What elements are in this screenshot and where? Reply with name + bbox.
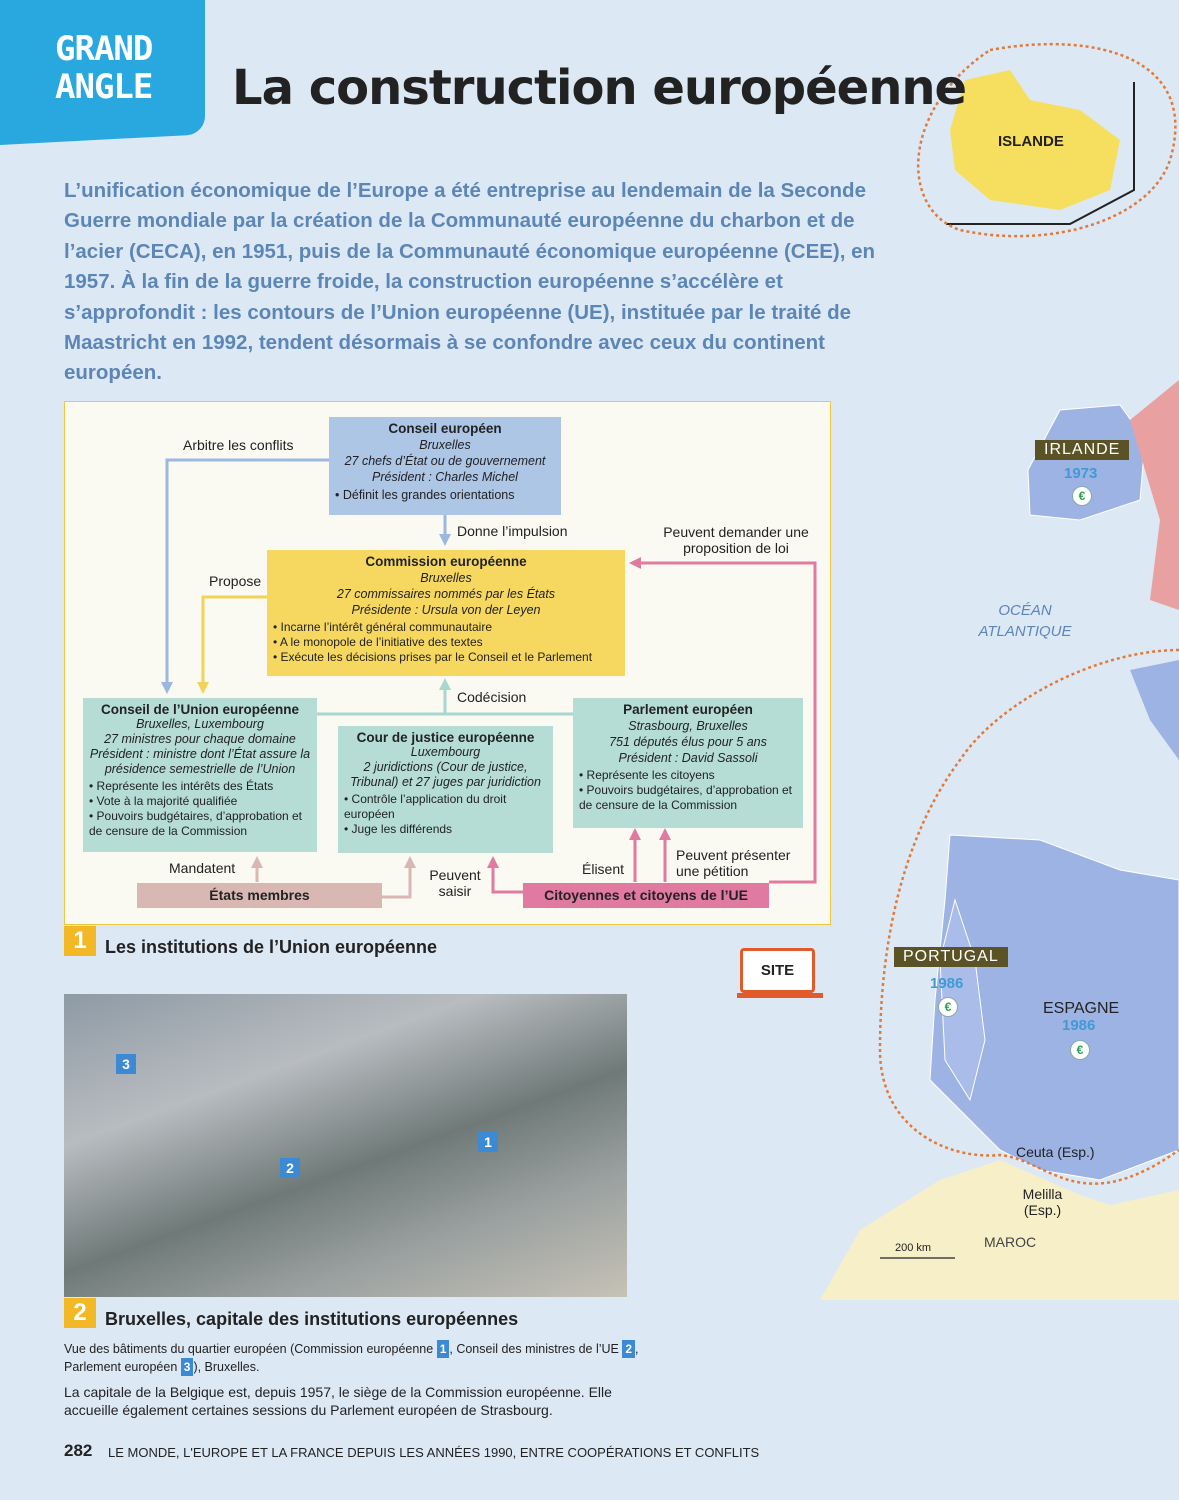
label-propose: Propose [209,573,262,589]
portugal-year: 1986 [930,975,964,992]
espagne-year: 1986 [1062,1017,1096,1034]
photo-marker-1: 1 [478,1132,498,1152]
map-label-ceuta: Ceuta (Esp.) [1016,1144,1095,1160]
doc-number-1: 1 [64,926,96,956]
label-codecision: Codécision [457,689,527,705]
diagram-arrows [161,458,817,899]
intro-text: L’unification économique de l’Europe a é… [64,179,876,385]
page-number: 282 [64,1441,93,1460]
irlande-year: 1973 [1064,465,1098,482]
map-label-ocean: OCÉAN ATLANTIQUE [978,602,1072,640]
footer-chapter: LE MONDE, L'EUROPE ET LA FRANCE DEPUIS L… [108,1445,760,1460]
euro-icon: € [1070,1040,1090,1060]
label-arbitre: Arbitre les conflits [183,437,294,453]
doc-number-2: 2 [64,1298,96,1328]
label-mandatent: Mandatent [169,860,236,876]
map-scale: 200 km [895,1242,932,1254]
doc2-text: La capitale de la Belgique est, depuis 1… [64,1384,612,1418]
map-label-portugal: PORTUGAL [894,947,1008,967]
label-petition: Peuvent présenter une pétition [676,847,791,879]
page-title: La construction européenne [232,60,967,116]
photo-marker-2: 2 [280,1158,300,1178]
map-label-melilla: Melilla (Esp.) [1022,1186,1063,1218]
photo-legend: Vue des bâtiments du quartier européen (… [64,1340,639,1376]
map-label-maroc: MAROC [984,1234,1037,1250]
doc1-caption: Les institutions de l’Union européenne [105,937,438,957]
map-label-espagne: ESPAGNE [1043,1000,1120,1017]
photo-marker-3: 3 [116,1054,136,1074]
label-elisent: Élisent [582,861,625,877]
etats-membres-bar: États membres [137,883,382,908]
brussels-aerial-photo: 3 2 1 [64,994,627,1297]
euro-icon: € [938,997,958,1017]
doc2-caption: Bruxelles, capitale des institutions eur… [105,1309,519,1329]
map-label-islande: ISLANDE [998,133,1064,150]
citoyens-bar: Citoyennes et citoyens de l’UE [523,883,769,908]
label-saisir: Peuvent saisir [429,867,481,899]
euro-icon: € [1072,486,1092,506]
site-button[interactable]: SITE [740,948,815,993]
label-impulsion: Donne l’impulsion [457,523,568,539]
label-demander: Peuvent demander une proposition de loi [663,524,809,556]
map-label-irlande: IRLANDE [1035,440,1130,460]
laptop-icon [737,993,823,998]
